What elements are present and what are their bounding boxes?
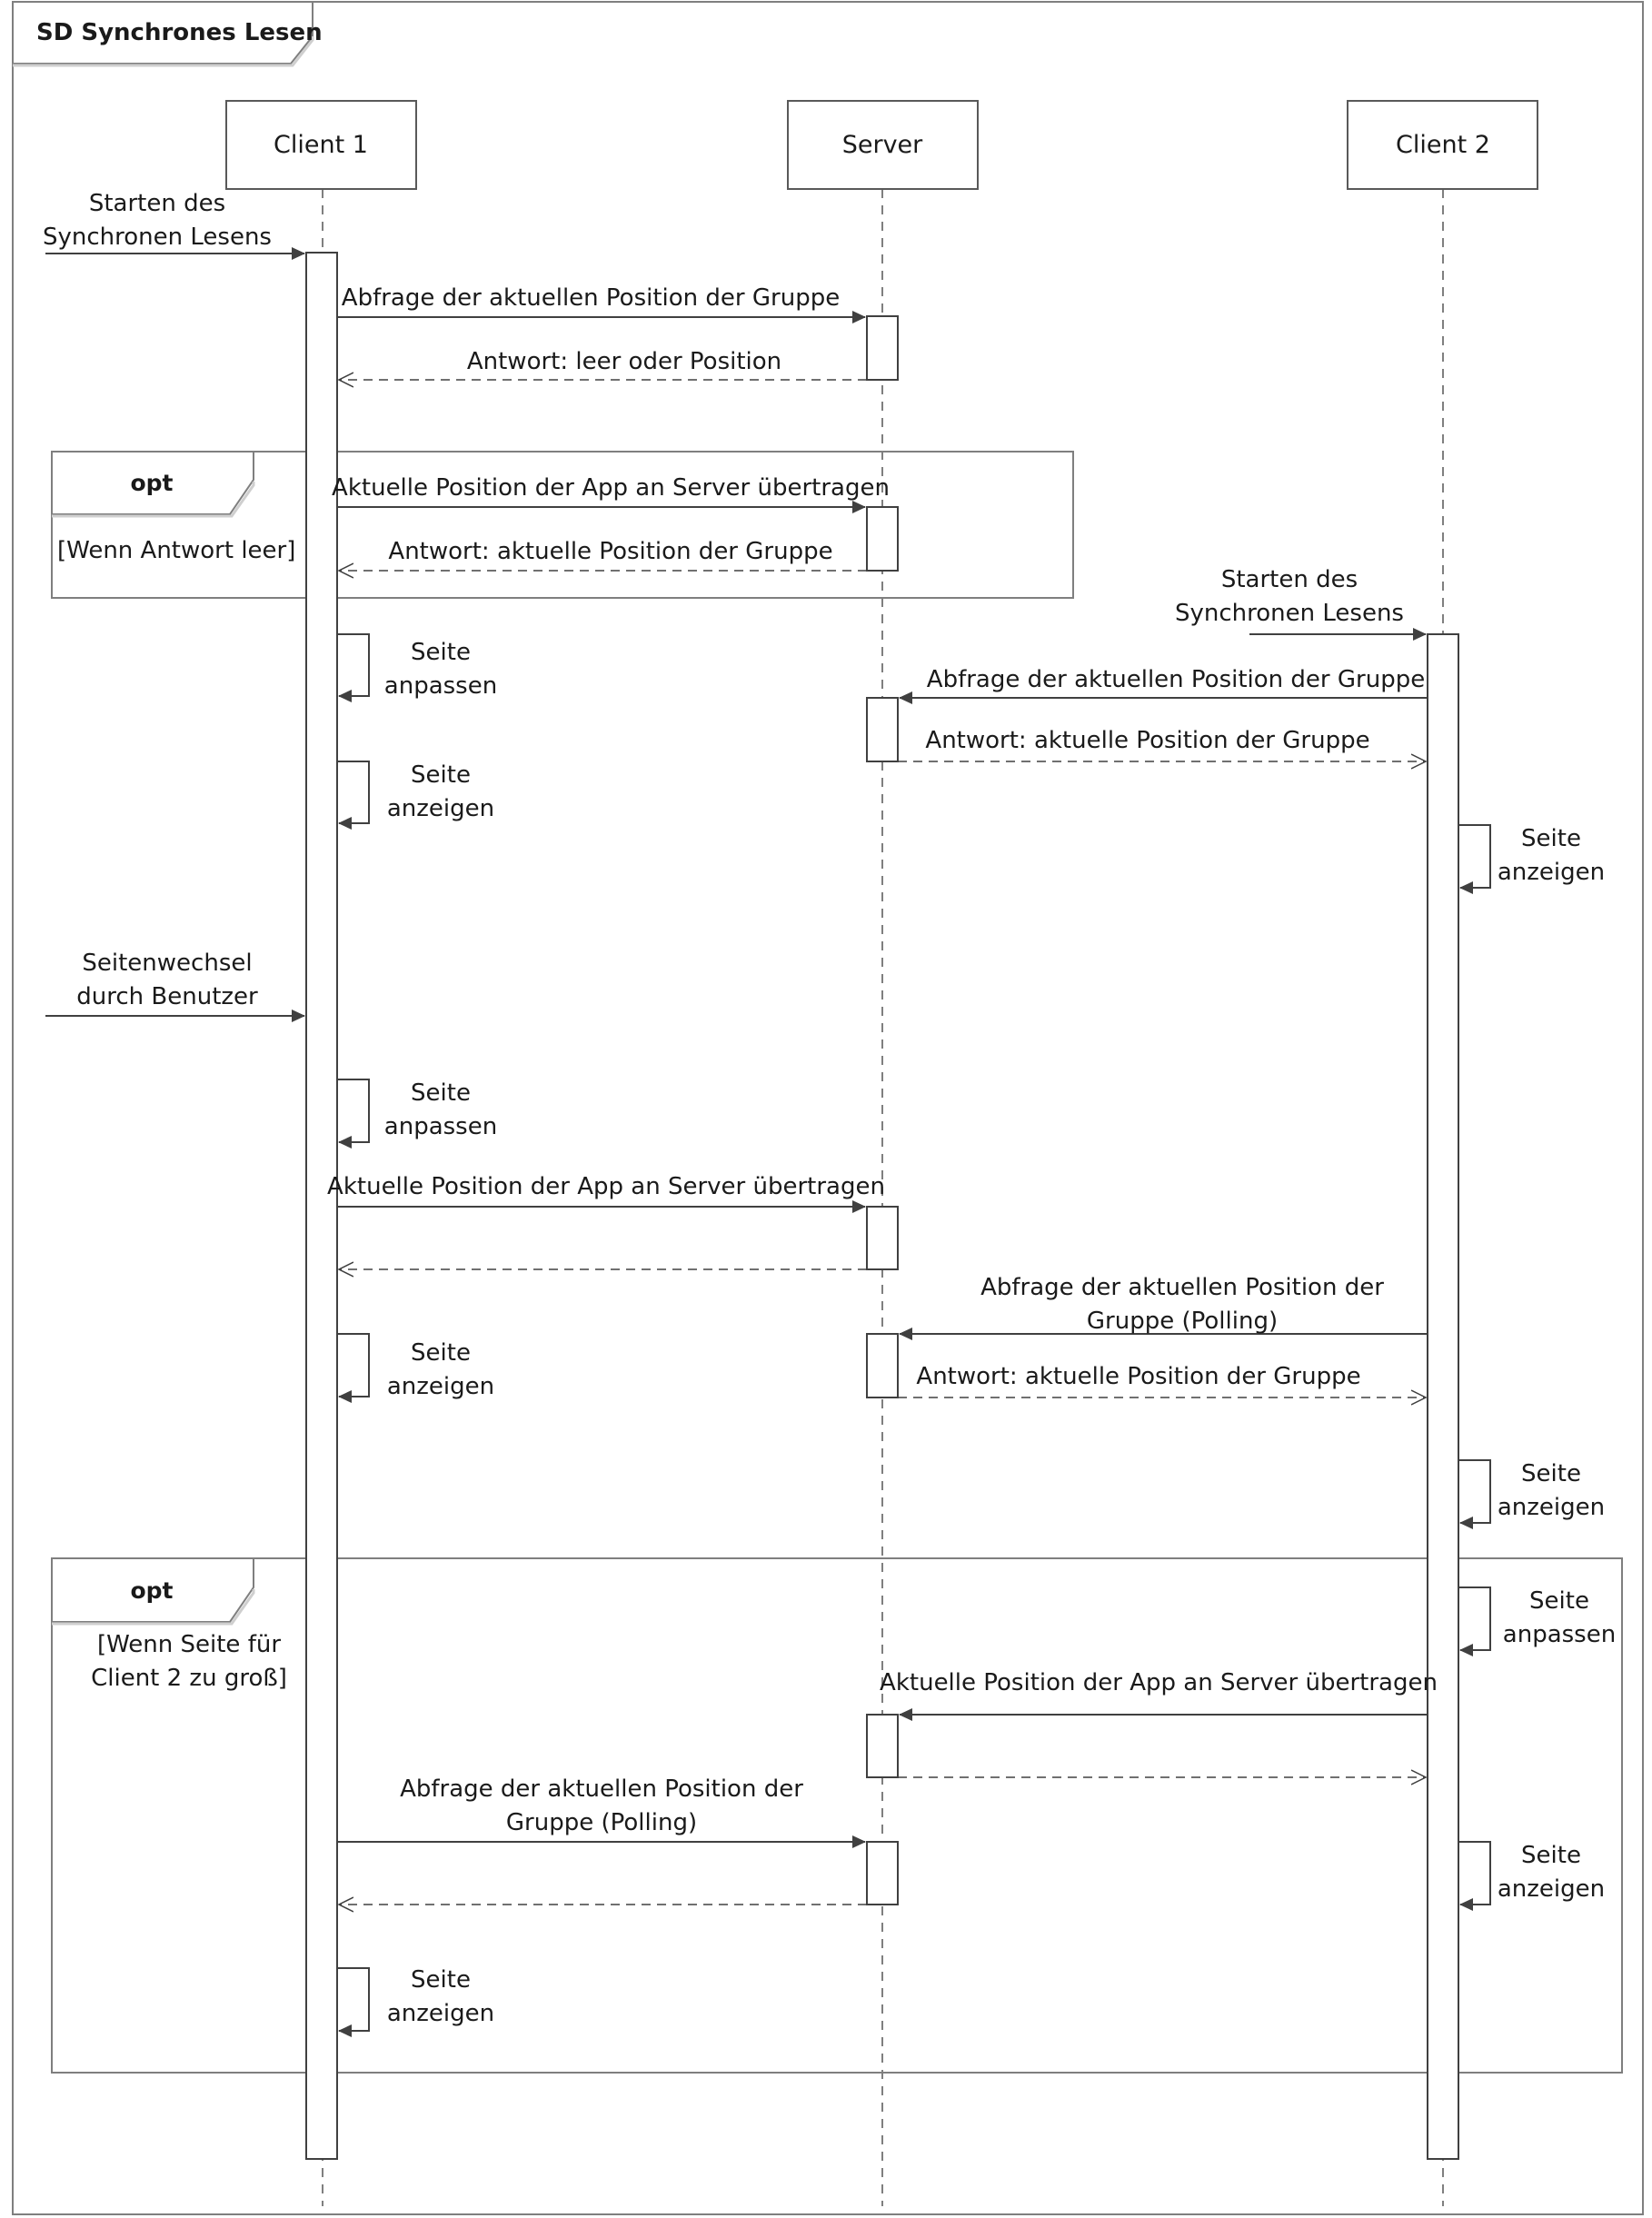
message-label: Seite <box>411 1079 471 1107</box>
diagram-frame <box>12 1 1644 2215</box>
message-label: Gruppe (Polling) <box>1087 1308 1278 1335</box>
message-reply-group-position-1: Antwort: aktuelle Position der Gruppe <box>339 538 867 571</box>
message-reply-group-position-client-2-a: Antwort: aktuelle Position der Gruppe <box>898 727 1426 761</box>
message-label: anzeigen <box>387 1373 494 1400</box>
message-self-show-page-client-1-c: Seite anzeigen <box>337 1966 494 2037</box>
message-self-adjust-page-client-2: Seite anpassen <box>1458 1586 1616 1656</box>
lifeline-client-1-name: Client 1 <box>274 131 368 159</box>
frame-title-tab: SD Synchrones Lesen <box>12 1 323 67</box>
message-label: Gruppe (Polling) <box>506 1809 697 1836</box>
activation-server-5 <box>866 1333 899 1398</box>
message-label: Seite <box>411 1966 471 1994</box>
activation-client-2 <box>1427 633 1459 2160</box>
fragment-opt-1: opt [Wenn Antwort leer] <box>51 451 1074 599</box>
message-polling-client-2: Abfrage der aktuellen Position der Grupp… <box>899 1274 1428 1340</box>
message-start-sync-client-2: Starten des Synchronen Lesens <box>1175 566 1427 641</box>
message-label: Seite <box>1521 825 1581 852</box>
message-label: anzeigen <box>387 2000 494 2027</box>
lifeline-client-2-name: Client 2 <box>1396 131 1490 159</box>
message-page-change-by-user: Seitenwechsel durch Benutzer <box>45 950 305 1022</box>
message-label: Antwort: aktuelle Position der Gruppe <box>916 1363 1360 1390</box>
activation-server-4 <box>866 1206 899 1270</box>
lifeline-server-head <box>787 100 979 190</box>
message-label: Synchronen Lesens <box>1175 600 1404 627</box>
message-label: anpassen <box>1503 1621 1616 1648</box>
message-label: Antwort: aktuelle Position der Gruppe <box>925 727 1369 754</box>
message-transfer-position-2: Aktuelle Position der App an Server über… <box>327 1173 885 1213</box>
fragment-opt-2-operator: opt <box>130 1577 173 1604</box>
message-transfer-position-client-2: Aktuelle Position der App an Server über… <box>880 1669 1438 1721</box>
activation-server-1 <box>866 315 899 381</box>
lifeline-client-2: Client 2 <box>1347 100 1538 2206</box>
message-label: Starten des <box>89 190 225 217</box>
message-self-adjust-page-client-1-a: Seite anpassen <box>337 633 497 702</box>
message-label: Seite <box>411 639 471 666</box>
fragment-opt-2-guard-line-1: [Wenn Seite für <box>97 1631 281 1658</box>
message-query-position-1: Abfrage der aktuellen Position der Grupp… <box>337 284 866 323</box>
fragment-opt-2-box <box>51 1557 1623 2074</box>
message-label: anpassen <box>384 672 497 700</box>
message-reply-empty-or-position: Antwort: leer oder Position <box>339 348 867 380</box>
message-label: Abfrage der aktuellen Position der <box>400 1775 803 1803</box>
message-label: Aktuelle Position der App an Server über… <box>327 1173 885 1200</box>
message-label: Abfrage der aktuellen Position der Grupp… <box>342 284 840 312</box>
message-self-show-page-client-1-b: Seite anzeigen <box>337 1333 494 1403</box>
message-label: durch Benutzer <box>76 983 258 1010</box>
message-label: Antwort: aktuelle Position der Gruppe <box>388 538 832 565</box>
message-label: Seite <box>411 1339 471 1367</box>
message-label: Seite <box>411 761 471 789</box>
activation-server-3 <box>866 697 899 762</box>
message-self-adjust-page-client-1-b: Seite anpassen <box>337 1079 497 1149</box>
message-start-sync-client-1: Starten des Synchronen Lesens <box>43 190 305 260</box>
message-self-show-page-client-2-c: Seite anzeigen <box>1458 1841 1605 1911</box>
message-label: Seite <box>1521 1460 1581 1487</box>
message-label: Antwort: leer oder Position <box>467 348 781 375</box>
fragment-opt-1-box <box>51 451 1074 599</box>
message-label: Aktuelle Position der App an Server über… <box>880 1669 1438 1696</box>
frame-title: SD Synchrones Lesen <box>36 19 323 46</box>
message-label: Abfrage der aktuellen Position der Grupp… <box>927 666 1425 693</box>
lifeline-server-name: Server <box>842 131 923 159</box>
fragment-opt-1-operator: opt <box>130 470 173 496</box>
message-self-show-page-client-2-a: Seite anzeigen <box>1458 824 1605 894</box>
message-transfer-position-1: Aktuelle Position der App an Server über… <box>332 474 890 513</box>
fragment-opt-2: opt [Wenn Seite für Client 2 zu groß] <box>51 1557 1623 2074</box>
message-query-position-client-2: Abfrage der aktuellen Position der Grupp… <box>899 666 1428 704</box>
message-label: anzeigen <box>387 795 494 822</box>
message-label: Starten des <box>1221 566 1358 593</box>
activation-server-2 <box>866 506 899 572</box>
message-reply-group-position-client-2-b: Antwort: aktuelle Position der Gruppe <box>898 1363 1426 1397</box>
lifeline-client-1-head <box>225 100 417 190</box>
message-label: Seite <box>1529 1587 1589 1615</box>
fragment-opt-2-guard-line-2: Client 2 zu groß] <box>91 1665 287 1692</box>
fragment-opt-1-guard: [Wenn Antwort leer] <box>57 537 295 564</box>
message-label: Seitenwechsel <box>82 950 252 977</box>
message-self-show-page-client-2-b: Seite anzeigen <box>1458 1459 1605 1529</box>
message-label: Seite <box>1521 1842 1581 1869</box>
message-label: anzeigen <box>1498 1494 1605 1521</box>
lifeline-client-2-head <box>1347 100 1538 190</box>
message-label: Abfrage der aktuellen Position der <box>980 1274 1384 1301</box>
message-self-show-page-client-1-a: Seite anzeigen <box>337 761 494 830</box>
message-label: anzeigen <box>1498 1875 1605 1903</box>
message-label: anzeigen <box>1498 859 1605 886</box>
activation-server-7 <box>866 1841 899 1905</box>
message-polling-client-1: Abfrage der aktuellen Position der Grupp… <box>337 1775 866 1848</box>
message-label: anpassen <box>384 1113 497 1140</box>
activation-server-6 <box>866 1714 899 1778</box>
message-label: Synchronen Lesens <box>43 224 272 251</box>
activation-client-1 <box>305 252 338 2160</box>
message-label: Aktuelle Position der App an Server über… <box>332 474 890 502</box>
